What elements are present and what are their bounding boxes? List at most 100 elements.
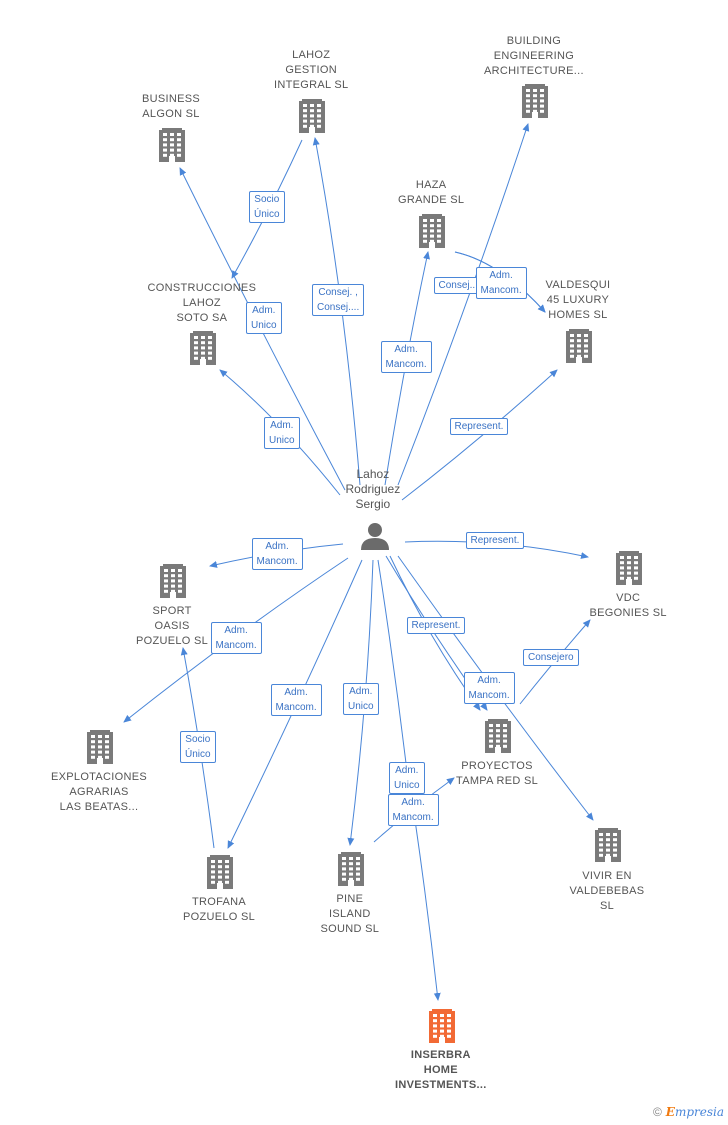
edge-label-line: Único bbox=[185, 749, 211, 760]
node-label-line: VIVIR EN bbox=[582, 870, 632, 882]
building-icon[interactable] bbox=[207, 855, 233, 889]
edge-label-e15[interactable]: Adm.Unico bbox=[343, 683, 379, 715]
node-label-line: BUILDING bbox=[506, 35, 562, 47]
edge-label-line: Represent. bbox=[411, 619, 461, 631]
edge-label-e11[interactable]: Adm.Mancom. bbox=[251, 538, 303, 570]
edge-label-line: Adm. bbox=[224, 625, 248, 636]
edge-label-line: Consej... bbox=[438, 279, 478, 291]
edge-label-e9[interactable]: Represent. bbox=[449, 417, 509, 435]
edge-label-e17[interactable]: Consejero bbox=[523, 648, 579, 666]
node-label-line: VALDESQUI bbox=[545, 279, 611, 291]
edge-label-e7[interactable]: Adm.Mancom. bbox=[475, 267, 527, 299]
node-label-line: TROFANA bbox=[192, 896, 247, 908]
node-label-line: PINE bbox=[336, 893, 364, 905]
building-icon[interactable] bbox=[616, 551, 642, 585]
node-label-line: SOUND SL bbox=[320, 923, 380, 935]
node-label-line: INVESTMENTS... bbox=[395, 1079, 487, 1091]
copyright-symbol: © bbox=[652, 1105, 662, 1119]
edge-line-e22 bbox=[414, 819, 441, 1001]
node-label-building-eng[interactable]: BUILDING ENGINEERING ARCHITECTURE... bbox=[484, 34, 584, 79]
edge-label-line: Adm. bbox=[252, 305, 276, 316]
edge-label-line: Mancom. bbox=[392, 812, 434, 823]
building-icon[interactable] bbox=[159, 128, 185, 162]
edge-label-e4[interactable]: Adm.Mancom. bbox=[380, 341, 432, 373]
edge-label-line: Mancom. bbox=[275, 702, 317, 713]
node-label-line: LAS BEATAS... bbox=[59, 801, 139, 813]
building-icon[interactable] bbox=[429, 1009, 455, 1043]
edge-label-e20[interactable]: Adm. Mancom. bbox=[387, 794, 439, 826]
edge-label-line: Único bbox=[254, 209, 280, 220]
edge-label-line: Adm. bbox=[401, 797, 425, 808]
edge-label-line: Represent. bbox=[470, 534, 520, 546]
node-label-line: BEGONIES SL bbox=[589, 607, 667, 619]
building-icon[interactable] bbox=[595, 828, 621, 862]
node-label-line: INTEGRAL SL bbox=[274, 79, 349, 91]
building-icon[interactable] bbox=[87, 730, 113, 764]
edge-label-line: Mancom. bbox=[385, 359, 427, 370]
edge-label-line: Mancom. bbox=[215, 640, 257, 651]
building-icon[interactable] bbox=[485, 719, 511, 753]
node-label-line: ENGINEERING bbox=[493, 50, 575, 62]
node-label-line: BUSINESS bbox=[142, 93, 201, 105]
edge-label-line: Adm. bbox=[265, 541, 289, 552]
node-label-line: EXPLOTACIONES bbox=[51, 771, 147, 783]
nodes-layer bbox=[87, 84, 642, 1043]
node-label-line: VALDEBEBAS bbox=[569, 885, 645, 897]
building-icon[interactable] bbox=[299, 99, 325, 133]
node-label-line: Rodriguez bbox=[345, 482, 401, 496]
node-label-line: OASIS bbox=[154, 620, 190, 632]
person-icon[interactable] bbox=[361, 523, 389, 550]
building-icon[interactable] bbox=[522, 84, 548, 118]
edge-label-line: Unico bbox=[251, 320, 277, 331]
building-icon[interactable] bbox=[160, 564, 186, 598]
node-label-line: 45 LUXURY bbox=[546, 294, 610, 306]
brand-logo-rest: mpresia bbox=[674, 1105, 724, 1119]
brand-logo-initial: E bbox=[665, 1105, 675, 1119]
edge-label-line: Unico bbox=[394, 780, 420, 791]
node-label-line: POZUELO SL bbox=[136, 635, 209, 647]
node-label-line: Lahoz bbox=[356, 467, 390, 481]
building-icon[interactable] bbox=[190, 331, 216, 365]
node-label-line: HAZA bbox=[415, 179, 447, 191]
edge-label-e12[interactable]: Adm. Mancom. bbox=[210, 622, 262, 654]
edge-label-line: Adm. bbox=[477, 675, 501, 686]
node-label-vivir-valdebebas[interactable]: VIVIR EN VALDEBEBAS SL bbox=[570, 869, 645, 914]
node-label-line: PROYECTOS bbox=[461, 760, 533, 772]
footer-brand[interactable]: ©Empresia bbox=[653, 1105, 724, 1119]
edge-label-e18[interactable]: Adm.Mancom. bbox=[463, 672, 515, 704]
edge-label-line: Unico bbox=[269, 435, 295, 446]
edge-label-e10[interactable]: Represent. bbox=[465, 531, 525, 549]
node-label-line: SL bbox=[599, 900, 614, 912]
building-icon[interactable] bbox=[566, 329, 592, 363]
building-icon[interactable] bbox=[419, 214, 445, 248]
edge-label-e13[interactable]: Adm.Mancom. bbox=[270, 684, 322, 716]
node-label-line: Sergio bbox=[355, 497, 391, 511]
node-label-line: CONSTRUCCIONES bbox=[147, 282, 257, 294]
edge-line-e5 bbox=[397, 123, 530, 486]
node-label-line: ARCHITECTURE... bbox=[484, 65, 584, 77]
edge-label-e1[interactable]: Adm. Unico bbox=[246, 302, 282, 334]
edge-label-e16[interactable]: Represent. bbox=[406, 616, 466, 634]
building-icon[interactable] bbox=[338, 852, 364, 886]
edge-label-e8[interactable]: Adm.Unico bbox=[264, 417, 300, 449]
edge-label-e2[interactable]: Consej. ,Consej.... bbox=[312, 284, 365, 316]
edge-label-line: Adm. bbox=[349, 686, 373, 697]
edge-label-e19[interactable]: Adm.Unico bbox=[389, 762, 425, 794]
node-label-line: GESTION bbox=[285, 64, 338, 76]
